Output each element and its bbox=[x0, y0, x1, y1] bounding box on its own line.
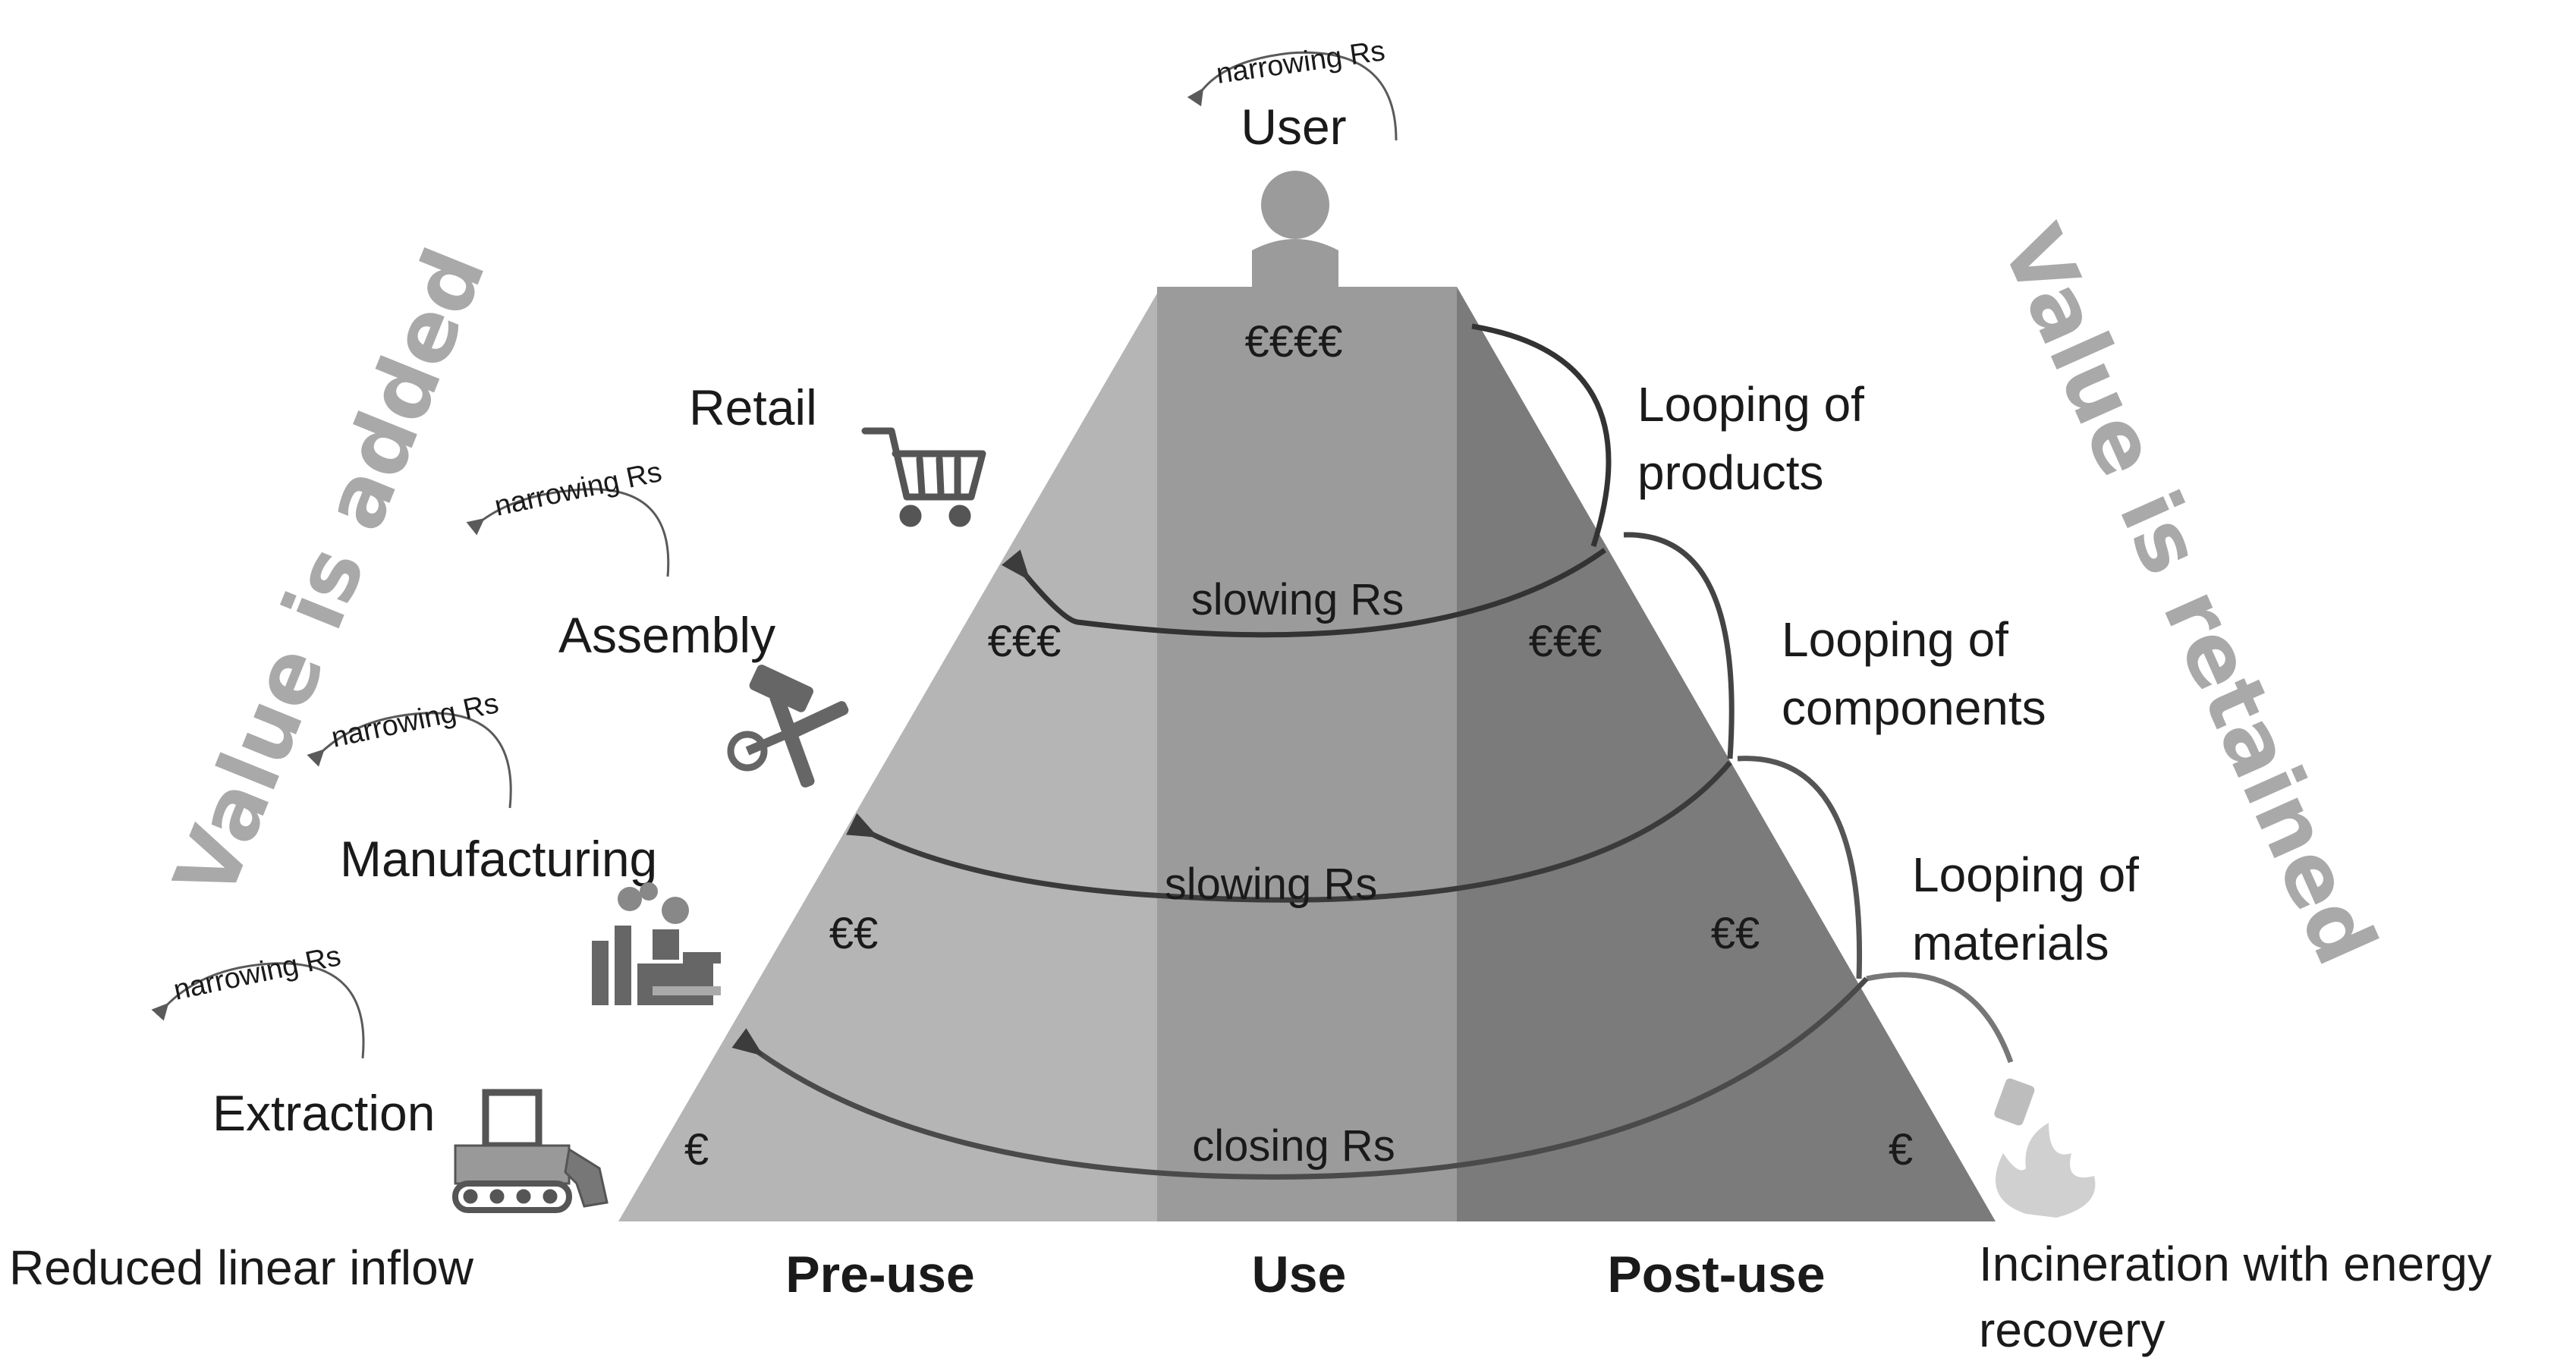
extraction-label: Extraction bbox=[212, 1085, 435, 1141]
euro-level1-left: € bbox=[684, 1125, 709, 1174]
factory-icon bbox=[592, 882, 721, 1005]
use-section bbox=[1157, 287, 1457, 1221]
slowing-arrow-upper bbox=[1001, 548, 1607, 638]
excavator-icon bbox=[452, 1089, 609, 1213]
value-added-label: Value is added bbox=[156, 235, 504, 911]
user-label: User bbox=[1241, 99, 1346, 155]
shopping-cart-icon bbox=[861, 427, 986, 527]
slowing-label-upper: slowing Rs bbox=[1191, 575, 1404, 624]
looping-materials-curve bbox=[1737, 756, 1863, 979]
reduced-inflow-label: Reduced linear inflow bbox=[9, 1240, 474, 1295]
euro-level2-left: €€ bbox=[829, 909, 879, 958]
slowing-label-lower: slowing Rs bbox=[1165, 860, 1377, 909]
narrowing-label-extraction: narrowing Rs bbox=[171, 940, 344, 1007]
post-use-label: Post-use bbox=[1607, 1246, 1825, 1303]
person-icon bbox=[1252, 171, 1338, 287]
narrowing-arrow-user bbox=[1187, 51, 1398, 141]
euro-top: €€€€ bbox=[1244, 317, 1342, 366]
looping-materials-line2: materials bbox=[1912, 916, 2109, 970]
incineration-label-line1: Incineration with energy bbox=[1979, 1237, 2492, 1291]
narrowing-label-manufacturing: narrowing Rs bbox=[329, 687, 502, 754]
narrowing-arrow-assembly bbox=[466, 488, 670, 577]
incineration-label-line2: recovery bbox=[1979, 1303, 2165, 1357]
assembly-label: Assembly bbox=[558, 607, 775, 663]
flame-icon bbox=[1994, 1078, 2096, 1218]
looping-products-curve bbox=[1471, 323, 1612, 548]
retail-label: Retail bbox=[689, 379, 817, 435]
euro-level3-right: €€€ bbox=[1529, 617, 1603, 666]
narrowing-arrow-manufacturing bbox=[307, 712, 512, 809]
euro-level3-left: €€€ bbox=[988, 617, 1062, 666]
pre-use-section bbox=[618, 287, 1161, 1221]
narrowing-arrow-extraction bbox=[151, 962, 365, 1059]
narrowing-label-assembly: narrowing Rs bbox=[492, 456, 665, 523]
use-label: Use bbox=[1252, 1246, 1347, 1303]
euro-level2-right: €€ bbox=[1711, 909, 1760, 958]
looping-products-line2: products bbox=[1637, 445, 1823, 500]
looping-products-line1: Looping of bbox=[1637, 377, 1864, 432]
looping-components-curve bbox=[1623, 532, 1735, 759]
closing-arrow bbox=[731, 976, 1869, 1180]
slowing-arrow-lower bbox=[845, 760, 1732, 903]
looping-components-line2: components bbox=[1782, 681, 2046, 735]
pre-use-label: Pre-use bbox=[785, 1246, 974, 1303]
tools-icon bbox=[727, 665, 849, 787]
looping-components-line1: Looping of bbox=[1782, 612, 2008, 667]
closing-label: closing Rs bbox=[1192, 1121, 1395, 1171]
manufacturing-label: Manufacturing bbox=[340, 831, 657, 887]
euro-level1-right: € bbox=[1889, 1125, 1913, 1174]
narrowing-label-user: narrowing Rs bbox=[1214, 35, 1387, 90]
incineration-curve bbox=[1866, 972, 2014, 1064]
looping-materials-line1: Looping of bbox=[1912, 847, 2139, 902]
